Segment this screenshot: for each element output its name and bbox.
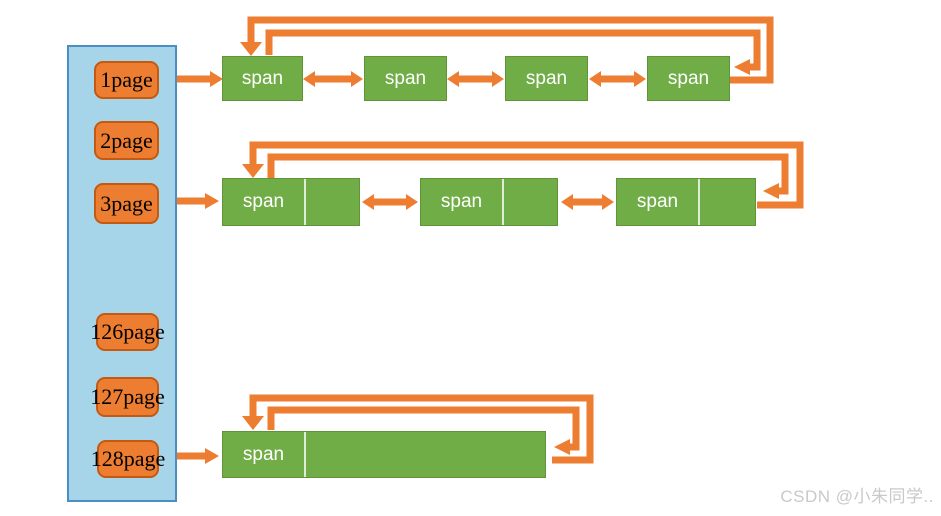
row1-double-arrow-3 <box>589 71 646 87</box>
span-box: span <box>616 178 756 226</box>
row2-double-arrow-1 <box>362 194 418 210</box>
span-box: span <box>505 56 588 101</box>
page-box-3page: 3page <box>94 183 159 224</box>
span-box: span <box>222 178 360 226</box>
span-box: span <box>647 56 730 101</box>
span-label: span <box>440 191 483 212</box>
row1-double-arrow-1 <box>303 71 363 87</box>
span-box: span <box>420 178 558 226</box>
page-box-126page: 126page <box>90 313 165 351</box>
page-box-label: 127page <box>90 384 165 409</box>
span-label: span <box>242 443 285 465</box>
page-box-label: 3page <box>100 190 153 216</box>
span-box: span <box>222 431 546 478</box>
page-box-label: 1page <box>100 67 153 92</box>
span-label: span <box>525 67 568 89</box>
row2-double-arrow-2 <box>561 194 614 210</box>
span-label: span <box>636 191 679 212</box>
page-list-panel <box>67 45 177 502</box>
span-extra-page-cell <box>698 179 755 225</box>
row1-double-arrow-2 <box>447 71 504 87</box>
span-label: span <box>667 67 710 89</box>
span-extra-page-cell <box>304 179 359 225</box>
span-extra-page-cell <box>304 432 545 477</box>
page-box-127page: 127page <box>90 377 165 417</box>
watermark: CSDN @小朱同学.. <box>780 487 934 506</box>
span-box: span <box>364 56 447 101</box>
span-label: span <box>241 67 284 89</box>
page-box-128page: 128page <box>91 440 165 478</box>
page-box-1page: 1page <box>94 61 159 99</box>
page-box-2page: 2page <box>94 121 159 160</box>
page-box-label: 2page <box>100 127 153 153</box>
span-extra-page-cell <box>502 179 557 225</box>
page-box-label: 126page <box>90 319 165 344</box>
span-label: span <box>242 191 285 212</box>
page-box-label: 128page <box>90 446 166 471</box>
span-label: span <box>384 67 427 89</box>
span-box: span <box>222 56 303 101</box>
